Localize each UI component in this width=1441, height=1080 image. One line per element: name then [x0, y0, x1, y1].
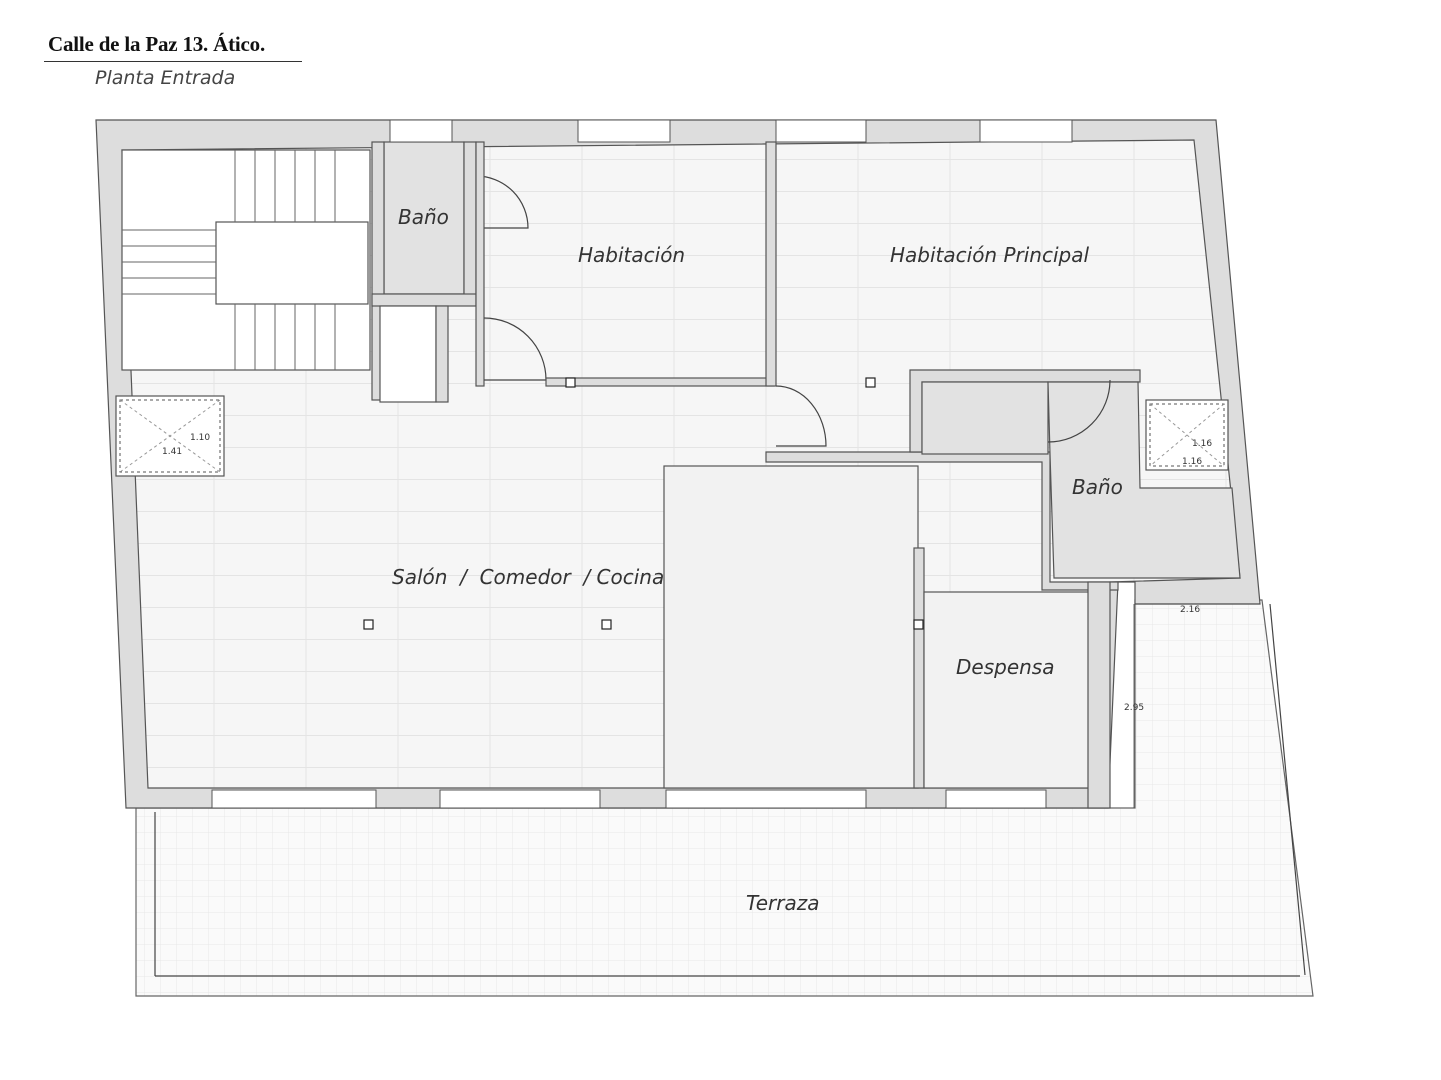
room-label-habitacion: Habitación	[578, 243, 685, 267]
bedroom-wall-bottom	[545, 377, 775, 387]
shaft-right-inner	[1149, 403, 1225, 467]
hall-door	[483, 317, 547, 381]
terrace-area	[135, 599, 1314, 997]
bathroom-2-door	[1047, 379, 1111, 443]
bedroom-wall-left	[475, 141, 485, 387]
pantry-east-wall	[1087, 581, 1111, 809]
pantry-wall	[913, 547, 925, 789]
room-label-habitacion-principal: Habitación Principal	[890, 243, 1089, 267]
dim-shaft-right-a: 1.16	[1192, 439, 1212, 449]
dim-terrace-width: 2.16	[1180, 605, 1200, 615]
bathroom-2-floor	[921, 381, 1049, 455]
outlet-icons	[363, 377, 924, 630]
stair-landing	[215, 221, 369, 305]
dim-shaft-left-b: 1.41	[162, 447, 182, 457]
stair-treads	[122, 150, 336, 370]
plan-subtitle: Planta Entrada	[95, 67, 236, 89]
title-underline	[44, 61, 302, 62]
hall-wall-right	[435, 305, 449, 403]
kitchen-partition	[765, 451, 1119, 591]
plan-title: Calle de la Paz 13. Ático.	[48, 32, 266, 56]
master-bedroom-door	[775, 385, 827, 447]
bedroom-wall-right	[765, 141, 777, 387]
room-label-bano-2: Baño	[1072, 475, 1123, 499]
north-windows	[389, 119, 1073, 143]
pantry-floor	[923, 591, 1091, 789]
south-windows	[211, 789, 1047, 809]
bathroom-1-floor	[383, 141, 465, 295]
bathroom-2-room	[1047, 381, 1241, 579]
kitchen-floor	[663, 465, 919, 789]
shaft-left-cross-b	[119, 399, 221, 473]
hall-wall-bottom	[371, 293, 477, 307]
dim-shaft-left-a: 1.10	[190, 433, 210, 443]
dim-shaft-right-b: 1.16	[1182, 457, 1202, 467]
bathroom-1-wall	[463, 141, 477, 303]
terrace-side-edge	[1269, 603, 1306, 976]
shaft-left-inner	[119, 399, 221, 473]
plan-header: Calle de la Paz 13. Ático. Planta Entrad…	[44, 32, 302, 89]
room-label-salon: Salón / Comedor / Cocina	[392, 565, 664, 589]
room-label-bano-1: Baño	[398, 205, 449, 229]
bathroom-1-door	[475, 175, 529, 229]
entry-threshold	[379, 305, 437, 403]
room-label-despensa: Despensa	[956, 655, 1054, 679]
room-label-terraza: Terraza	[746, 891, 820, 915]
shaft-right-cross-b	[1149, 403, 1225, 467]
